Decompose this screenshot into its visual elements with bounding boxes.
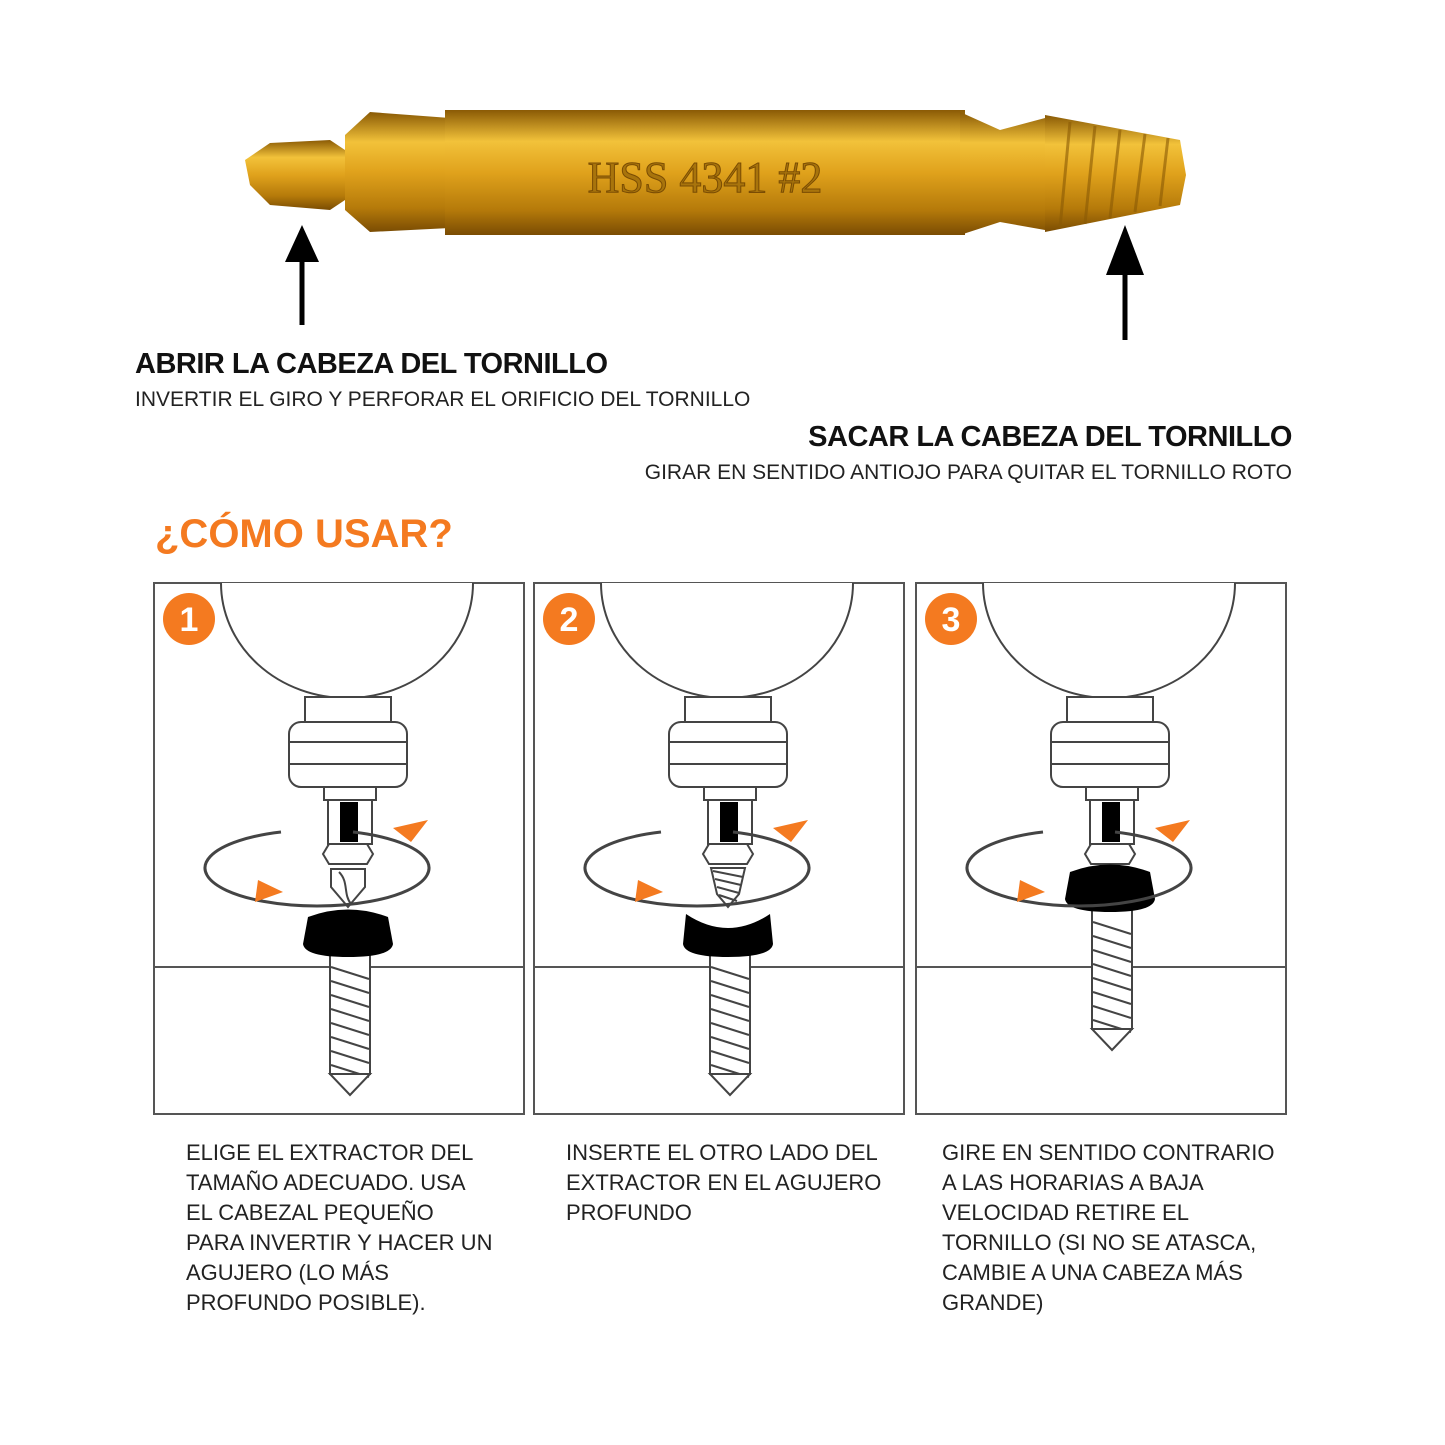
step-number-badge: 2 [543, 593, 595, 645]
step-number: 3 [942, 601, 961, 639]
screw [303, 909, 393, 1097]
screw [683, 914, 773, 1097]
callout-1-subtitle: INVERTIR EL GIRO Y PERFORAR EL ORIFICIO … [135, 388, 751, 411]
step-line: AGUJERO (LO MÁS [186, 1260, 389, 1285]
drill-chuck [1050, 721, 1170, 788]
step-1-illustration: 1 [153, 582, 525, 1115]
step-2-text: INSERTE EL OTRO LADO DEL EXTRACTOR EN EL… [566, 1138, 881, 1228]
drill-diagram: 2 [533, 582, 905, 1115]
step-line: CAMBIE A UNA CABEZA MÁS [942, 1260, 1243, 1285]
step-line: EL CABEZAL PEQUEÑO [186, 1200, 434, 1225]
step-line: GIRE EN SENTIDO CONTRARIO [942, 1140, 1275, 1165]
rotation-arrow-icon [393, 820, 428, 842]
callout-1-title: ABRIR LA CABEZA DEL TORNILLO [135, 348, 608, 380]
step-number: 1 [180, 601, 199, 639]
drill-diagram: 3 [915, 582, 1287, 1115]
step-line: INSERTE EL OTRO LADO DEL [566, 1140, 878, 1165]
step-line: PROFUNDO POSIBLE). [186, 1290, 426, 1315]
step-3-text: GIRE EN SENTIDO CONTRARIO A LAS HORARIAS… [942, 1138, 1274, 1318]
screw-extractor-bit-image: HSS 4341 #2 [245, 110, 1186, 340]
rotation-circle-icon [203, 830, 431, 908]
rotation-circle-icon [583, 830, 811, 908]
drill-chuck [668, 721, 788, 788]
drill-diagram: 1 [153, 582, 525, 1115]
step-line: PARA INVERTIR Y HACER UN [186, 1230, 493, 1255]
rotation-arrow-icon [635, 880, 663, 902]
callout-2-title: SACAR LA CABEZA DEL TORNILLO [808, 421, 1292, 453]
how-to-use-heading: ¿CÓMO USAR? [155, 512, 453, 556]
arrow-up-icon [285, 225, 1144, 340]
step-line: PROFUNDO [566, 1200, 692, 1225]
rotation-circle-icon [965, 830, 1193, 908]
step-line: EXTRACTOR EN EL AGUJERO [566, 1170, 882, 1195]
step-number: 2 [560, 601, 579, 639]
rotation-arrow-icon [1017, 880, 1045, 902]
step-line: VELOCIDAD RETIRE EL [942, 1200, 1189, 1225]
step-line: TORNILLO (SI NO SE ATASCA, [942, 1230, 1257, 1255]
step-number-badge: 3 [925, 593, 977, 645]
step-2-illustration: 2 [533, 582, 905, 1115]
step-line: ELIGE EL EXTRACTOR DEL [186, 1140, 474, 1165]
rotation-arrow-icon [255, 880, 283, 902]
step-3-illustration: 3 [915, 582, 1287, 1115]
step-line: GRANDE) [942, 1290, 1044, 1315]
callout-2-subtitle: GIRAR EN SENTIDO ANTIOJO PARA QUITAR EL … [644, 461, 1292, 484]
bit-engraving: HSS 4341 #2 [588, 153, 823, 202]
step-line: A LAS HORARIAS A BAJA [942, 1170, 1204, 1195]
rotation-arrow-icon [773, 820, 808, 842]
step-1-text: ELIGE EL EXTRACTOR DEL TAMAÑO ADECUADO. … [186, 1138, 492, 1318]
step-number-badge: 1 [163, 593, 215, 645]
rotation-arrow-icon [1155, 820, 1190, 842]
drill-chuck [288, 721, 408, 788]
step-line: TAMAÑO ADECUADO. USA [186, 1170, 466, 1195]
